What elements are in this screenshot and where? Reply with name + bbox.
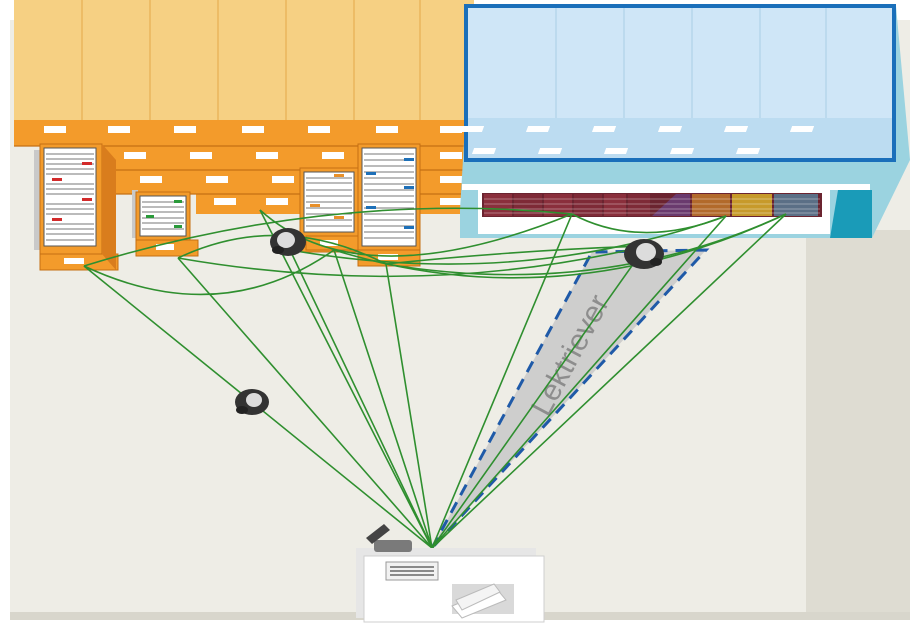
keyboard-icon [385, 561, 439, 581]
cabinet-middle [132, 190, 199, 257]
right-wall [806, 230, 910, 618]
person-icon [270, 228, 306, 256]
access-lines [83, 207, 787, 549]
cabinet-center-left [299, 167, 359, 253]
person-icon [235, 389, 269, 415]
lektriever-unit [459, 4, 910, 238]
person-icon [624, 239, 664, 269]
cabinet-left [34, 143, 119, 271]
cabinet-center-right [357, 143, 421, 267]
desk-chair-icon [366, 524, 412, 552]
workstation [356, 524, 545, 623]
paper-stack-icon [451, 583, 514, 619]
